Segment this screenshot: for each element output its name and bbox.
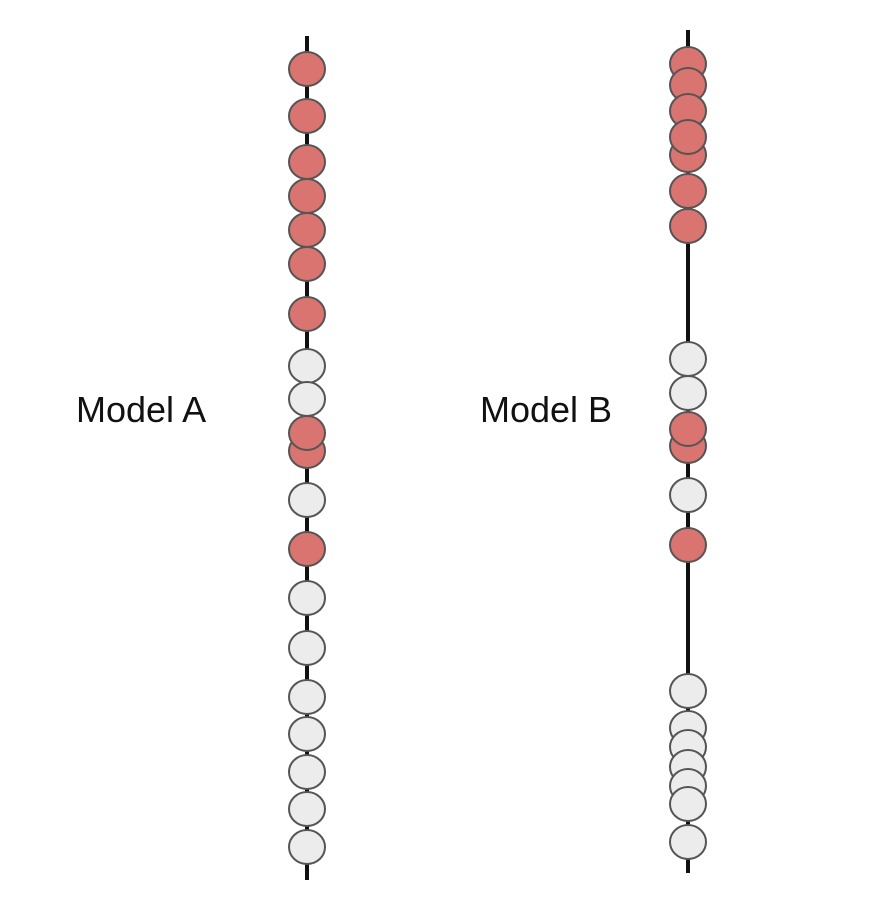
model-b-bead-positive xyxy=(669,208,707,244)
model-b-bead-negative xyxy=(669,477,707,513)
model-a-label: Model A xyxy=(76,389,206,430)
model-a-bead-negative xyxy=(288,716,326,752)
model-a-bead-positive xyxy=(288,531,326,567)
model-a-bead-negative xyxy=(288,630,326,666)
model-a-bead-negative xyxy=(288,791,326,827)
model-b-bead-negative xyxy=(669,375,707,411)
model-b-bead-positive xyxy=(669,173,707,209)
model-a-bead-positive xyxy=(288,415,326,451)
model-a-bead-positive xyxy=(288,144,326,180)
model-a-bead-negative xyxy=(288,829,326,865)
model-b-bead-positive xyxy=(669,527,707,563)
model-a-bead-positive xyxy=(288,246,326,282)
model-b-bead-negative xyxy=(669,341,707,377)
model-a-bead-negative xyxy=(288,482,326,518)
model-a-bead-negative xyxy=(288,580,326,616)
model-a-bead-negative xyxy=(288,754,326,790)
model-a-bead-negative xyxy=(288,679,326,715)
model-b-bead-negative xyxy=(669,824,707,860)
model-b-bead-negative xyxy=(669,673,707,709)
model-b-label: Model B xyxy=(480,389,612,430)
model-b-bead-positive xyxy=(669,119,707,155)
model-b-bead-positive xyxy=(669,411,707,447)
model-a-bead-negative xyxy=(288,348,326,384)
model-a-bead-positive xyxy=(288,98,326,134)
model-b-bead-negative xyxy=(669,786,707,822)
model-a-bead-positive xyxy=(288,178,326,214)
model-a-bead-negative xyxy=(288,381,326,417)
model-a-bead-positive xyxy=(288,296,326,332)
model-a-bead-positive xyxy=(288,212,326,248)
model-b-column xyxy=(669,30,707,873)
model-a-bead-positive xyxy=(288,51,326,87)
model-a-column xyxy=(288,36,326,880)
